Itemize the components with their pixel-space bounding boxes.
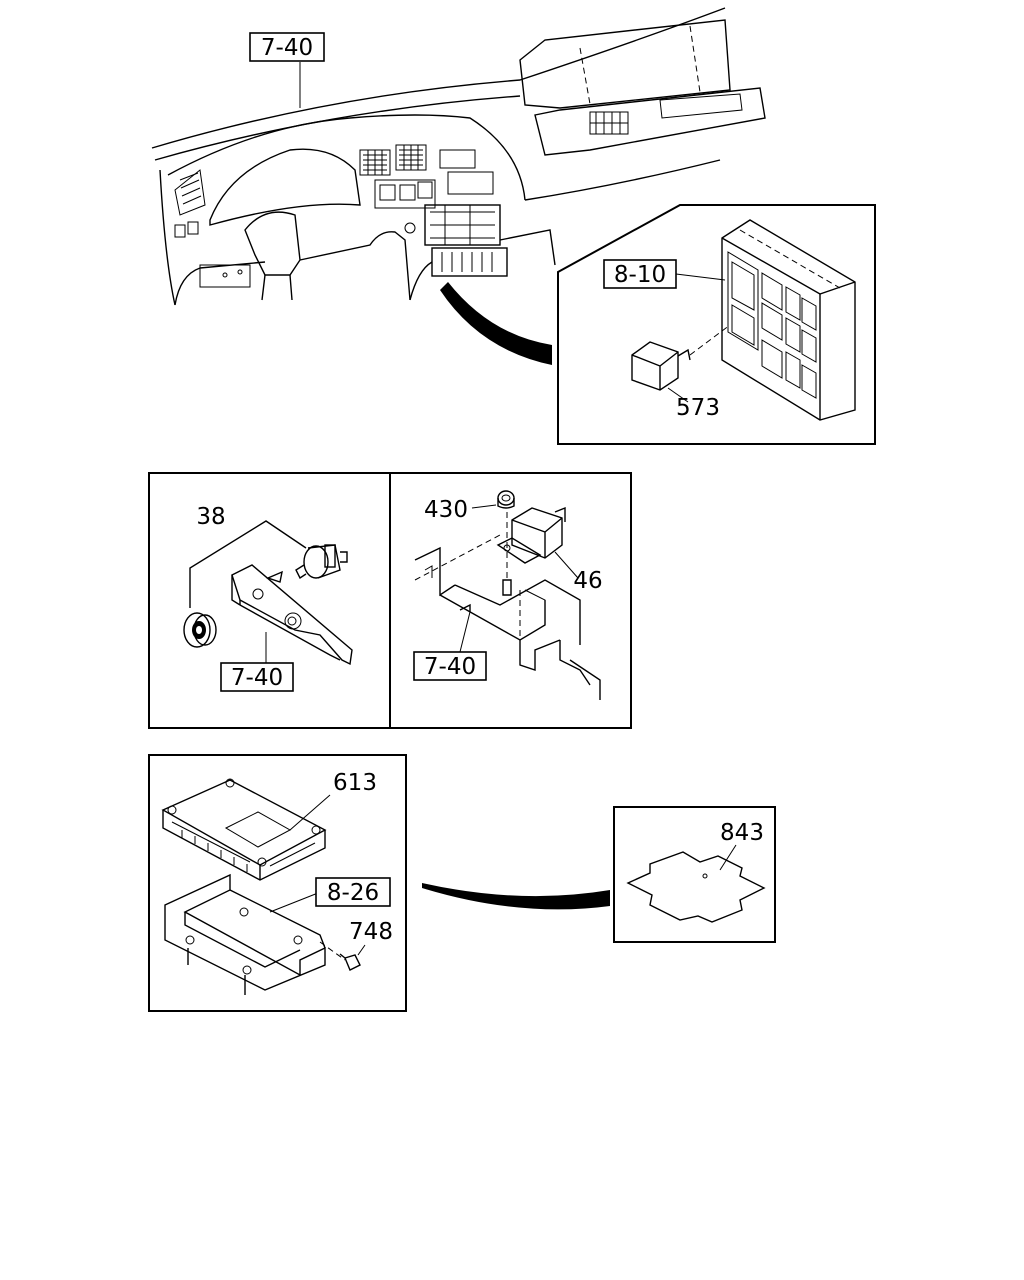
fuse-box-ref-label: 8-10 <box>614 262 666 288</box>
callout-dash-ref-top: 7-40 <box>249 32 325 62</box>
switch-relay-panels <box>148 472 632 729</box>
fuse-box-detail-panel: 8-10 573 <box>557 204 876 445</box>
fuse-box-illustration <box>721 219 856 421</box>
bracket-ref-label: 8-26 <box>327 880 379 906</box>
relay-46-detail: 430 46 7-40 <box>413 490 603 700</box>
pointer-curve <box>422 883 610 910</box>
dash-ref-top-label: 7-40 <box>261 35 313 61</box>
switch-body-icon <box>295 544 348 580</box>
relay-ref-label: 7-40 <box>424 654 476 680</box>
switch-38-detail: 38 7-40 <box>183 504 353 692</box>
relay-46-label: 46 <box>573 568 602 594</box>
nut-ring-icon <box>183 612 217 648</box>
ecu-613-icon <box>161 778 327 881</box>
relay-573-illustration <box>631 324 731 403</box>
bolt-748-label: 748 <box>349 919 393 945</box>
switch-38-label: 38 <box>196 504 225 530</box>
relay-46-icon <box>496 506 566 564</box>
nut-430-icon <box>497 490 515 509</box>
plate-843-label: 843 <box>720 820 764 846</box>
switch-ref-label: 7-40 <box>231 665 283 691</box>
plate-843-icon <box>626 851 766 923</box>
plate-detail-panel: 843 <box>613 806 776 943</box>
ecu-613-label: 613 <box>333 770 377 796</box>
bracket-icon <box>164 873 326 995</box>
ecu-detail-panel: 613 8-26 748 <box>148 754 407 1012</box>
nut-430-label: 430 <box>424 497 468 523</box>
relay-573-label: 573 <box>676 395 720 421</box>
bolt-748-icon <box>319 941 361 971</box>
dashboard-illustration <box>151 7 766 365</box>
